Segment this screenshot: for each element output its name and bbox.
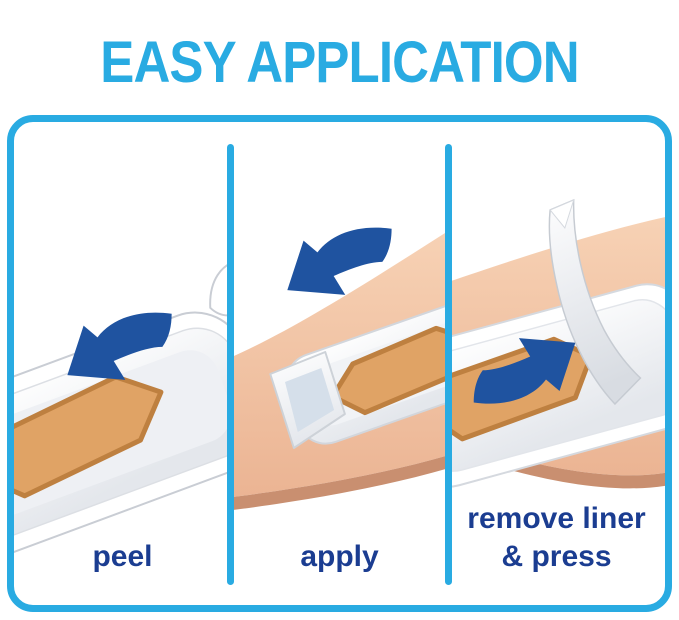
steps-board: peel apply <box>7 115 672 612</box>
peel-illustration <box>14 259 231 558</box>
liner-strip-fold <box>549 199 575 230</box>
peeling-liner-strip <box>548 198 642 406</box>
remove-liner-illustration <box>448 198 665 489</box>
step-label-remove-liner: remove liner & press <box>467 502 646 573</box>
film-window <box>285 368 335 432</box>
panel-divider <box>227 144 235 585</box>
step-panel-peel: peel <box>14 122 231 605</box>
step-label-apply: apply <box>300 539 379 573</box>
panel-divider <box>444 144 452 585</box>
step-label-peel: peel <box>92 539 153 573</box>
bandage-pad <box>14 374 164 499</box>
step-panel-remove-liner: remove liner & press <box>448 122 665 605</box>
arm-shadow-edge <box>231 455 448 511</box>
steps-container: peel apply <box>14 122 665 605</box>
step-panel-apply: apply <box>231 122 448 605</box>
apply-illustration <box>231 227 448 511</box>
bandage-with-liner <box>14 259 231 558</box>
arm-shadow-edge <box>448 438 665 489</box>
bandage-pad <box>330 325 448 416</box>
liner-corner-tab <box>209 259 231 317</box>
page-title: EASY APPLICATION <box>100 29 579 95</box>
